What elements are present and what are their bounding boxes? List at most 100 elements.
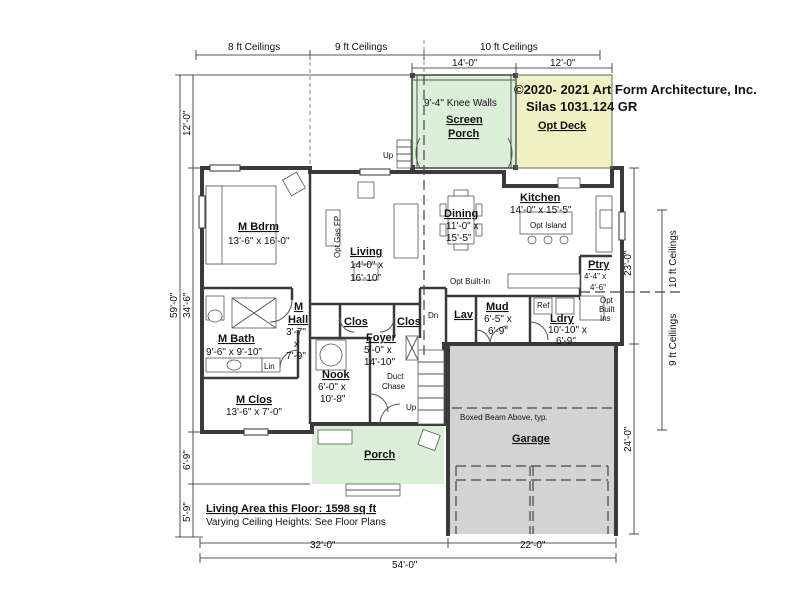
foyer-label: Foyer (366, 332, 397, 344)
dim-left-12: 12'-0" (182, 110, 193, 136)
ldry-label: Ldry (550, 313, 575, 325)
dim-right-23: 23'-0" (623, 250, 634, 276)
m-hall-dims-1: 3'-7" (286, 327, 306, 338)
dim-left-346: 34'-6" (182, 292, 193, 318)
duct-chase-1: Duct (387, 372, 404, 381)
bedroom-furniture (205, 171, 306, 265)
screen-porch-fill (412, 75, 516, 168)
ldry-dims-1: 10'-10" x (548, 325, 587, 336)
mud-dims-1: 6'-5" x (484, 314, 512, 325)
dim-left-69: 6'-9" (182, 450, 193, 470)
left-dimensions: 12'-0" 59'-0" 34'-6" 6'-9" 5'-9" (169, 74, 412, 538)
kitchen-dims: 14'-0" x 15'-5" (510, 205, 572, 216)
opt-deck-outline (515, 74, 613, 169)
m-bdrm-dims: 13'-6" x 16'-0" (228, 236, 290, 247)
top-ceiling-dimensions: 8 ft Ceilings 9 ft Ceilings 10 ft Ceilin… (195, 40, 601, 175)
opt-builtin-note: Opt Built-In (450, 277, 490, 286)
stair-up: Up (406, 403, 417, 412)
doors (269, 299, 549, 425)
ldry-dims-2: 6'-9" (556, 336, 576, 347)
ceiling-label-8ft: 8 ft Ceilings (228, 42, 280, 53)
living-dims-2: 16'-10" (350, 273, 381, 284)
dining-dims-2: 15'-5" (446, 233, 472, 244)
top-porch-dimensions: 14'-0" 12'-0" (411, 58, 613, 73)
living-dims-1: 14'-0" x (350, 260, 383, 271)
screen-porch-label-1: Screen (446, 114, 483, 126)
stair-fixtures (405, 335, 445, 425)
ptry-dims-1: 4'-4" x (584, 272, 606, 281)
m-bath-label: M Bath (218, 333, 255, 345)
garage-fill (448, 344, 616, 534)
ldry-opt-1: Opt (600, 296, 614, 305)
nook-dims-2: 10'-8" (320, 394, 346, 405)
dim-top-12: 12'-0" (550, 58, 576, 69)
dim-bottom-54: 54'-0" (392, 560, 418, 571)
mud-dims-2: 6'-9" (488, 326, 508, 337)
plan-id-text: Silas 1031.124 GR (526, 99, 638, 114)
ceiling-note-text: Varying Ceiling Heights: See Floor Plans (206, 517, 386, 528)
dim-bottom-32: 32'-0" (310, 540, 336, 551)
dim-bottom-22: 22'-0" (520, 540, 546, 551)
dining-label: Dining (444, 208, 478, 220)
clos-1-label: Clos (344, 316, 368, 328)
right-dimensions: 23'-0" 24'-0" 10 ft Ceilings 9 ft Ceilin… (580, 167, 680, 535)
screen-porch-label-2: Porch (448, 128, 479, 140)
windows (198, 164, 626, 436)
ldry-opt-3: Ins (600, 314, 611, 323)
dining-table (439, 189, 483, 251)
lav-label: Lav (454, 309, 474, 321)
porch-label: Porch (364, 449, 395, 461)
m-hall-dims-2: x (294, 339, 299, 350)
ceiling-label-10ft: 10 ft Ceilings (480, 42, 538, 53)
foyer-dims-2: 14'-10" (364, 357, 395, 368)
m-clos-label: M Clos (236, 394, 272, 406)
ceiling-label-9ft: 9 ft Ceilings (335, 42, 387, 53)
m-bdrm-label: M Bdrm (238, 221, 279, 233)
kitchen-island-note: Opt Island (530, 221, 566, 230)
garage-beams (452, 407, 612, 534)
porch-furniture (317, 428, 441, 497)
living-area-text: Living Area this Floor: 1598 sq ft (206, 503, 376, 515)
ceiling-label-right-10ft: 10 ft Ceilings (668, 230, 679, 288)
nook-dims-1: 6'-0" x (318, 382, 346, 393)
dim-left-59: 59'-0" (169, 292, 180, 318)
copyright-text: ©2020- 2021 Art Form Architecture, Inc. (514, 82, 757, 97)
living-label: Living (350, 246, 382, 258)
m-hall-label-1: M (294, 301, 303, 313)
ptry-dims-2: 4'-6" (590, 283, 606, 292)
screen-porch-up: Up (383, 151, 394, 160)
m-bath-dims: 9'-6" x 9'-10" (206, 347, 262, 358)
dim-left-59b: 5'-9" (182, 502, 193, 522)
garage-note: Boxed Beam Above, typ. (460, 413, 548, 422)
ceiling-label-right-9ft: 9 ft Ceilings (668, 314, 679, 366)
nook-fixtures (315, 339, 347, 371)
ptry-label: Ptry (588, 259, 610, 271)
dining-dims-1: 11'-0" x (446, 221, 479, 232)
clos-2-label: Clos (397, 316, 421, 328)
mud-label: Mud (486, 301, 509, 313)
kitchen-fixtures (507, 177, 613, 289)
kitchen-label: Kitchen (520, 192, 561, 204)
bath-fixtures (205, 295, 281, 373)
garage-label: Garage (512, 433, 550, 445)
nook-label: Nook (322, 369, 350, 381)
m-hall-label-2: Hall (288, 314, 308, 326)
living-fp-note: Opt Gas FP (333, 216, 342, 258)
ldry-ref: Ref (537, 301, 550, 310)
m-hall-dims-3: 7'-9" (286, 351, 306, 362)
ldry-opt-2: Built (599, 305, 615, 314)
screen-porch-note: 9'-4" Knee Walls (424, 98, 497, 109)
laundry-fixtures (533, 295, 605, 321)
dim-top-14: 14'-0" (452, 58, 478, 69)
foyer-dims-1: 5'-0" x (364, 345, 392, 356)
bottom-dimensions: 32'-0" 22'-0" 54'-0" (199, 538, 617, 571)
duct-chase-2: Chase (382, 382, 406, 391)
dn-note: Dn (428, 311, 438, 320)
living-furniture (325, 181, 419, 281)
dim-right-24: 24'-0" (623, 426, 634, 452)
m-clos-dims: 13'-6" x 7'-0" (226, 407, 282, 418)
opt-deck-label: Opt Deck (538, 120, 587, 132)
m-bath-lin: Lin (264, 362, 275, 371)
opt-deck-fill (516, 75, 612, 168)
